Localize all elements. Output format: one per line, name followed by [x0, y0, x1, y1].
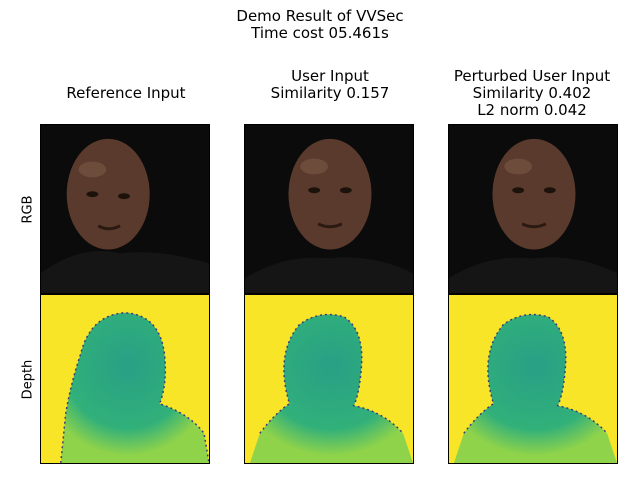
row-label-depth: Depth: [20, 359, 36, 400]
rgb-user-image: [244, 124, 414, 294]
row-label-rgb: RGB: [20, 195, 36, 224]
column-title-reference: Reference Input: [26, 85, 226, 102]
depth-reference-image: [40, 294, 210, 464]
column-title-perturbed: Perturbed User Input Similarity 0.402 L2…: [432, 68, 632, 119]
column-title-reference-line1: Reference Input: [66, 84, 186, 102]
depth-user-image: [244, 294, 414, 464]
column-title-user-line2: Similarity 0.157: [270, 84, 390, 102]
figure-title: Demo Result of VVSec Time cost 05.461s: [0, 8, 640, 42]
column-title-user: User Input Similarity 0.157: [230, 68, 430, 102]
column-title-perturbed-line1: Perturbed User Input: [453, 67, 611, 85]
column-title-perturbed-line2: Similarity 0.402: [472, 84, 592, 102]
column-title-user-line1: User Input: [291, 67, 369, 85]
figure-title-line1: Demo Result of VVSec: [236, 7, 404, 25]
rgb-reference-image: [40, 124, 210, 294]
column-title-perturbed-line3: L2 norm 0.042: [477, 101, 587, 119]
rgb-perturbed-image: [448, 124, 618, 294]
depth-perturbed-image: [448, 294, 618, 464]
figure-title-line2: Time cost 05.461s: [251, 24, 389, 42]
